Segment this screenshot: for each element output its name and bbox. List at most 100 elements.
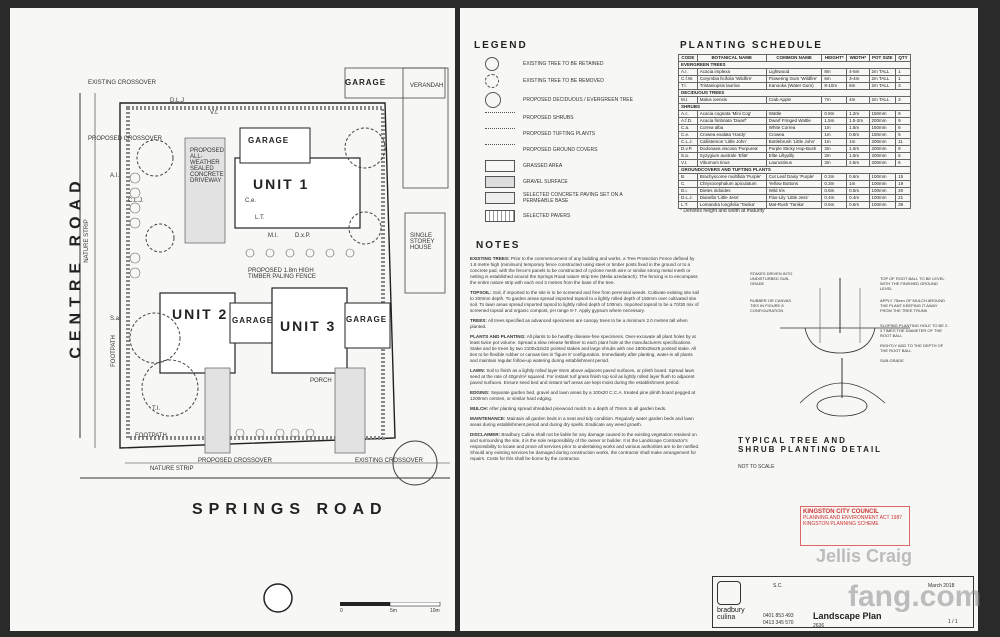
legend-item: PROPOSED DECIDUOUS / EVERGREEN TREE bbox=[485, 92, 633, 108]
schedule-cell: C. bbox=[678, 180, 698, 188]
schedule-cell: Viburnum tinus bbox=[696, 159, 767, 167]
planting-schedule-title: PLANTING SCHEDULE bbox=[680, 40, 823, 51]
title-block: bradbury culina 0401 853 493 0413 345 57… bbox=[712, 576, 974, 629]
schedule-cell: 21 bbox=[895, 194, 911, 202]
neighbour-garage-label: GARAGE bbox=[345, 78, 387, 87]
schedule-cell: Kanooka (Water Gum) bbox=[765, 82, 823, 90]
schedule-cell: 1m bbox=[821, 124, 848, 132]
schedule-cell: 1 bbox=[895, 68, 911, 76]
schedule-cell: 1.5m bbox=[846, 145, 870, 153]
detail-subtitle: NOT TO SCALE bbox=[738, 464, 775, 470]
driveway-note: PROPOSED ALL-WEATHER SEALED CONCRETE DRI… bbox=[190, 148, 225, 184]
legend-item: EXISTING TREE TO BE REMOVED bbox=[485, 73, 604, 89]
detail-label-7: SUB-GRADE bbox=[880, 358, 904, 363]
schedule-cell: 6m bbox=[821, 75, 848, 83]
note-text: Soil to finish as a lightly rolled layer… bbox=[470, 368, 695, 385]
scale-5m: 5m bbox=[390, 608, 397, 614]
verandah-label: VERANDAH bbox=[410, 83, 444, 89]
schedule-cell: 3m bbox=[821, 152, 848, 160]
schedule-header: CODE bbox=[678, 54, 698, 62]
note-text: All trees specified as advanced specimen… bbox=[470, 318, 688, 329]
schedule-cell: Acacia fimbriata 'Dwarf' bbox=[696, 117, 767, 125]
footpath-left-label: FOOTPATH bbox=[110, 335, 117, 367]
schedule-cell: C.e. bbox=[678, 131, 698, 139]
schedule-cell: 200mm bbox=[868, 138, 897, 146]
notes-sheet: LEGEND EXISTING TREE TO BE RETAINED EXIS… bbox=[460, 8, 978, 631]
schedule-cell: D.i. bbox=[678, 187, 698, 195]
schedule-cell: 100mm bbox=[868, 201, 897, 209]
schedule-cell: 100mm bbox=[868, 194, 897, 202]
schedule-cell: Flax-Lily 'Little Jess' bbox=[765, 194, 823, 202]
schedule-cell: 1.2m bbox=[846, 110, 870, 118]
sheet-number: 1 / 1 bbox=[948, 619, 958, 625]
schedule-cell: 150mm bbox=[868, 110, 897, 118]
schedule-cell: D.L.J. bbox=[678, 194, 698, 202]
schedule-cell: Wattle bbox=[765, 110, 823, 118]
schedule-cell: V.t. bbox=[678, 159, 698, 167]
schedule-cell: 1 bbox=[895, 75, 911, 83]
schedule-cell: Dwarf Fringed Wattle bbox=[765, 117, 823, 125]
schedule-cell: 9 bbox=[895, 117, 911, 125]
note-paragraph: MAINTENANCE: Maintain all garden beds in… bbox=[470, 416, 700, 428]
note-paragraph: LAWN: Soil to finish as a lightly rolled… bbox=[470, 368, 700, 386]
schedule-cell: 1.5-2m bbox=[846, 117, 870, 125]
schedule-cell: 3m bbox=[821, 145, 848, 153]
schedule-group-name: DECIDUOUS TREES bbox=[678, 89, 911, 97]
schedule-cell: White Correa bbox=[765, 124, 823, 132]
schedule-cell: 3m bbox=[821, 159, 848, 167]
note-heading: PLANTS AND PLANTING: bbox=[470, 334, 526, 339]
site-plan-sheet: CENTRE ROAD SPRINGS ROAD UNIT 1 UNIT 2 U… bbox=[10, 8, 455, 631]
schedule-cell: C.a. bbox=[678, 124, 698, 132]
schedule-cell: 0.6m bbox=[821, 201, 848, 209]
schedule-cell: 7m bbox=[821, 96, 848, 104]
schedule-cell: Purple Sticky Hop-Bush bbox=[765, 145, 823, 153]
plant-code-6: S.a. bbox=[110, 316, 121, 322]
schedule-cell: S.a. bbox=[678, 152, 698, 160]
schedule-cell: C.L.J. bbox=[678, 138, 698, 146]
legend-item: PROPOSED SHRUBS bbox=[485, 110, 574, 126]
schedule-cell: Mat-Rush 'Tanika' bbox=[765, 201, 823, 209]
note-paragraph: EXISTING TREES: Prior to the commencemen… bbox=[470, 256, 700, 286]
schedule-cell: 0.3m bbox=[821, 180, 848, 188]
schedule-row: D.v.P.Dodonaea viscosa 'Purpurea'Purple … bbox=[678, 145, 911, 153]
schedule-cell: 4-5m bbox=[846, 68, 870, 76]
schedule-footnote: * Denotes height and width at maturity bbox=[680, 208, 765, 214]
note-paragraph: PLANTS AND PLANTING: All plants to be he… bbox=[470, 334, 700, 364]
proposed-crossover-bottom-label: PROPOSED CROSSOVER bbox=[198, 458, 273, 464]
schedule-cell: 0.8m bbox=[846, 131, 870, 139]
schedule-cell: 100mm bbox=[868, 180, 897, 188]
note-text: After planting spread shredded pinewood … bbox=[489, 406, 667, 411]
schedule-cell: 2m TALL bbox=[868, 82, 897, 90]
drawing-title: Landscape Plan bbox=[813, 611, 882, 621]
schedule-row: C.f.W.Corymbia ficifolia 'Wildfire'Flowe… bbox=[678, 75, 911, 83]
scale-0: 0 bbox=[340, 608, 343, 614]
schedule-row: A.f.D.Acacia fimbriata 'Dwarf'Dwarf Frin… bbox=[678, 117, 911, 125]
schedule-cell: 200mm bbox=[868, 152, 897, 160]
schedule-cell: 0.6m bbox=[821, 187, 848, 195]
schedule-cell: Chrysocephalum apiculatum bbox=[696, 180, 767, 188]
note-text: Bradbury Culina shall not be liable for … bbox=[470, 432, 700, 461]
watermark-left: Jellis Craig bbox=[816, 546, 913, 566]
schedule-cell: 100mm bbox=[868, 173, 897, 181]
schedule-cell: Flowering Gum 'Wildfire' bbox=[765, 75, 823, 83]
schedule-cell: B. bbox=[678, 173, 698, 181]
schedule-group-row: GROUNDCOVERS AND TUFTING PLANTS bbox=[678, 166, 911, 174]
schedule-cell: Crab Apple bbox=[765, 96, 823, 104]
schedule-cell: 0.4m bbox=[846, 194, 870, 202]
note-paragraph: TREES: All trees specified as advanced s… bbox=[470, 318, 700, 330]
schedule-cell: 2m TALL bbox=[868, 96, 897, 104]
schedule-row: L.T.Lomandra longifolia 'Tanika'Mat-Rush… bbox=[678, 201, 911, 209]
schedule-cell: Acacia implexa bbox=[696, 68, 767, 76]
schedule-cell: 200mm bbox=[868, 117, 897, 125]
schedule-cell: 100mm bbox=[868, 187, 897, 195]
schedule-cell: 2m TALL bbox=[868, 75, 897, 83]
schedule-cell: 1m bbox=[821, 131, 848, 139]
legend-list: EXISTING TREE TO BE RETAINED EXISTING TR… bbox=[485, 56, 675, 226]
plant-code-10: V.t. bbox=[210, 110, 219, 116]
site-plan-drawing bbox=[79, 67, 450, 613]
drawing-date: March 2018 bbox=[928, 583, 955, 589]
schedule-header: BOTANICAL NAME bbox=[696, 54, 767, 62]
scale-bar bbox=[340, 602, 441, 607]
